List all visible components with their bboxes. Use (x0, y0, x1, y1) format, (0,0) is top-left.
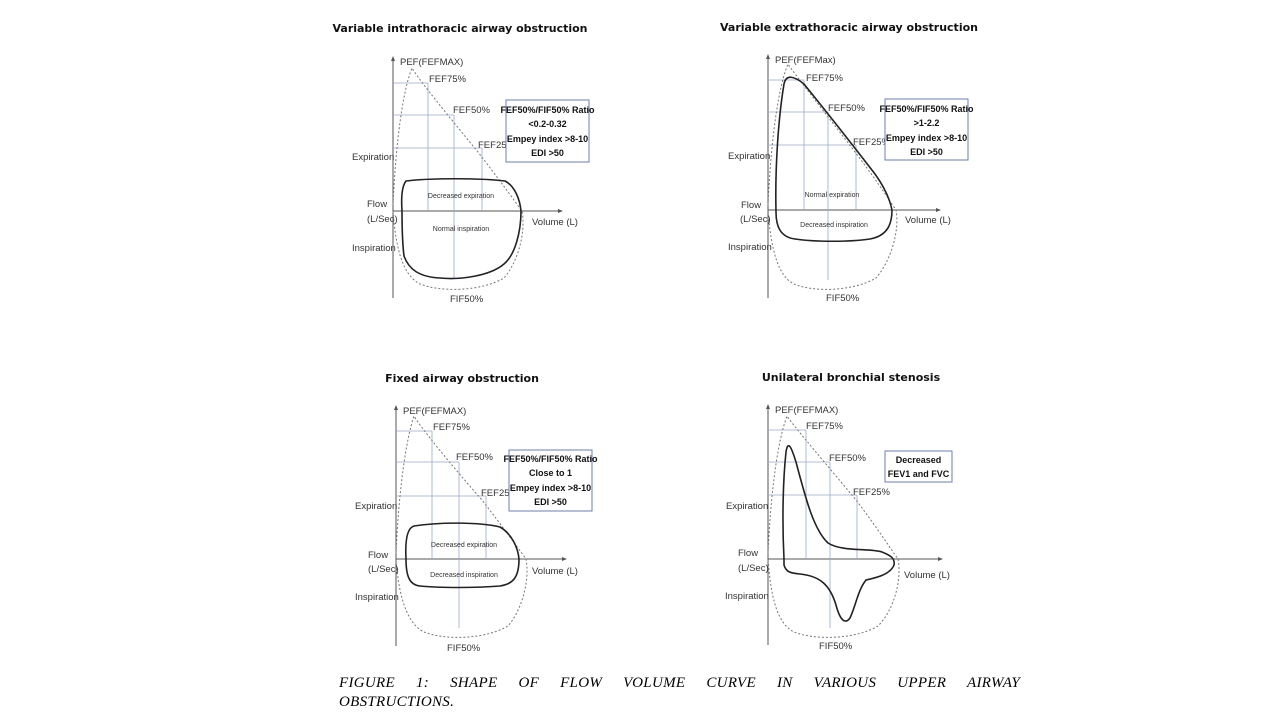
grid-lines (396, 430, 487, 628)
volume-label: Volume (L) (904, 570, 950, 581)
upper-region-label: Decreased expiration (431, 542, 497, 549)
info-box: FEF50%/FIF50% Ratio Close to 1 Empey ind… (503, 449, 598, 512)
flow-label: Flow (367, 199, 387, 210)
flow-unit-label: (L/Sec) (738, 563, 769, 574)
flow-unit-label: (L/Sec) (740, 214, 771, 225)
flow-axis-arrow (766, 404, 770, 409)
volume-axis-arrow (936, 208, 941, 212)
obstruction-curve (404, 522, 520, 589)
fif50-label: FIF50% (447, 643, 481, 654)
upper-region-label: Decreased expiration (428, 193, 494, 200)
lower-region-label: Decreased inspiration (430, 572, 498, 579)
flow-unit-label: (L/Sec) (367, 214, 398, 225)
obstruction-curve (400, 177, 522, 280)
fef25-label: FEF25% (853, 487, 891, 498)
info-box: FEF50%/FIF50% Ratio >1-2.2 Empey index >… (879, 98, 974, 161)
lower-region-label: Decreased inspiration (800, 222, 868, 229)
fef25-label: FEF25% (478, 140, 516, 151)
upper-region-label: Normal expiration (805, 192, 860, 199)
flow-axis-arrow (391, 56, 395, 61)
fef75-label: FEF75% (806, 73, 844, 84)
info-box: FEF50%/FIF50% Ratio <0.2-0.32 Empey inde… (500, 99, 595, 163)
fef50-label: FEF50% (453, 105, 491, 116)
fif50-label: FIF50% (450, 294, 484, 305)
obstruction-curve (775, 76, 893, 243)
flow-volume-figure: Variable intrathoracic airway obstructio… (332, 21, 978, 654)
fif50-label: FIF50% (826, 293, 860, 304)
pef-label: PEF(FEFMAX) (775, 405, 838, 416)
flow-axis-arrow (766, 54, 770, 59)
pef-label: PEF(FEFMAX) (400, 57, 463, 68)
inspiration-label: Inspiration (725, 591, 769, 602)
svg-text:Empey index >8-10: Empey index >8-10 (507, 134, 588, 144)
panel-title: Variable intrathoracic airway obstructio… (332, 22, 587, 35)
fef75-label: FEF75% (429, 74, 467, 85)
obstruction-curve (782, 444, 895, 622)
inspiration-label: Inspiration (355, 592, 399, 603)
normal-curve (767, 414, 900, 638)
volume-axis-arrow (938, 557, 943, 561)
panel-extrathoracic: Variable extrathoracic airway obstructio… (720, 21, 978, 304)
fef50-label: FEF50% (828, 103, 866, 114)
expiration-label: Expiration (352, 152, 394, 163)
flow-label: Flow (368, 550, 388, 561)
volume-label: Volume (L) (532, 217, 578, 228)
fef25-label: FEF25% (481, 488, 519, 499)
svg-text:FEF50%/FIF50% Ratio: FEF50%/FIF50% Ratio (503, 454, 598, 464)
svg-text:EDI >50: EDI >50 (531, 148, 564, 158)
svg-text:EDI >50: EDI >50 (910, 147, 943, 157)
flow-label: Flow (738, 548, 758, 559)
fef50-label: FEF50% (456, 452, 494, 463)
fef75-label: FEF75% (433, 422, 471, 433)
panel-title: Variable extrathoracic airway obstructio… (720, 21, 978, 34)
svg-text:Decreased: Decreased (896, 455, 942, 465)
svg-text:FEV1 and FVC: FEV1 and FVC (888, 469, 950, 479)
expiration-label: Expiration (726, 501, 768, 512)
figure-caption: FIGURE 1: SHAPE OF FLOW VOLUME CURVE IN … (339, 674, 1020, 712)
flow-axis-arrow (394, 405, 398, 410)
svg-text:FEF50%/FIF50% Ratio: FEF50%/FIF50% Ratio (879, 104, 974, 114)
volume-label: Volume (L) (532, 566, 578, 577)
pef-label: PEF(FEFMAX) (403, 406, 466, 417)
panel-intrathoracic: Variable intrathoracic airway obstructio… (332, 22, 595, 305)
caption-line-2: OBSTRUCTIONS. (339, 694, 455, 710)
volume-axis-arrow (558, 209, 563, 213)
normal-curve (767, 62, 898, 290)
panel-title: Unilateral bronchial stenosis (762, 371, 941, 384)
flow-unit-label: (L/Sec) (368, 564, 399, 575)
grid-lines (768, 429, 858, 628)
lower-region-label: Normal inspiration (433, 226, 490, 233)
panel-unilateral: Unilateral bronchial stenosis PEF(FEFMAX… (725, 371, 953, 652)
inspiration-label: Inspiration (728, 242, 772, 253)
svg-text:Close to 1: Close to 1 (529, 468, 572, 478)
fef25-label: FEF25% (853, 137, 891, 148)
fef75-label: FEF75% (806, 421, 844, 432)
panel-title: Fixed airway obstruction (385, 372, 539, 385)
svg-text:>1-2.2: >1-2.2 (914, 118, 940, 128)
info-box: Decreased FEV1 and FVC (884, 450, 953, 483)
grid-lines (393, 82, 483, 278)
fef50-label: FEF50% (829, 453, 867, 464)
fif50-label: FIF50% (819, 641, 853, 652)
pef-label: PEF(FEFMax) (775, 55, 836, 66)
volume-axis-arrow (562, 557, 567, 561)
expiration-label: Expiration (355, 501, 397, 512)
svg-text:Empey index >8-10: Empey index >8-10 (886, 133, 967, 143)
svg-text:FEF50%/FIF50% Ratio: FEF50%/FIF50% Ratio (500, 105, 595, 115)
svg-text:<0.2-0.32: <0.2-0.32 (528, 119, 566, 129)
svg-text:EDI >50: EDI >50 (534, 497, 567, 507)
inspiration-label: Inspiration (352, 243, 396, 254)
caption-line-1: FIGURE 1: SHAPE OF FLOW VOLUME CURVE IN … (339, 675, 1020, 691)
expiration-label: Expiration (728, 151, 770, 162)
svg-text:Empey index >8-10: Empey index >8-10 (510, 483, 591, 493)
panel-fixed: Fixed airway obstruction PEF(FEFMAX) FEF… (355, 372, 598, 654)
volume-label: Volume (L) (905, 215, 951, 226)
flow-label: Flow (741, 200, 761, 211)
normal-curve (395, 414, 528, 638)
